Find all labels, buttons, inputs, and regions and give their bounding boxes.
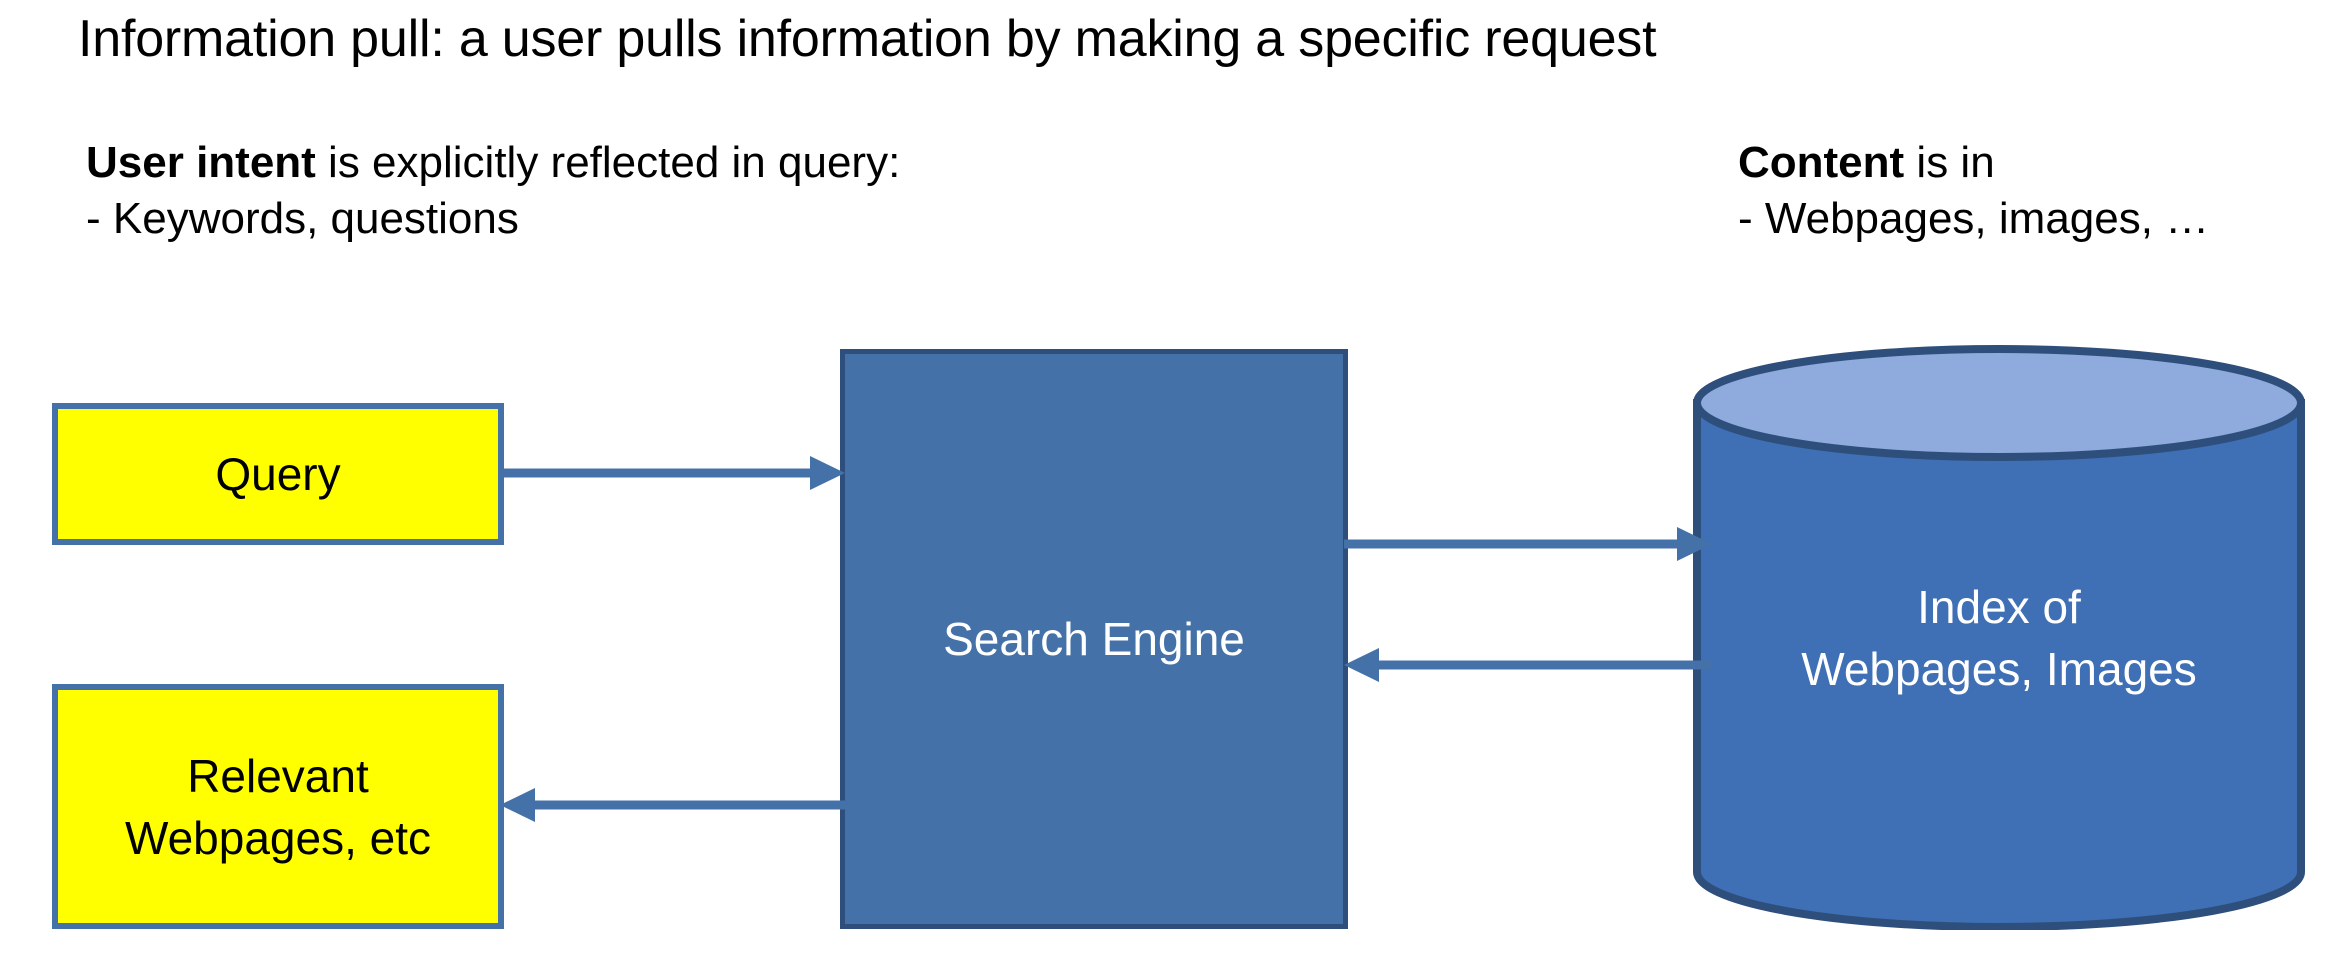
node-query-label: Query bbox=[215, 448, 341, 500]
arrow-left-icon bbox=[500, 788, 845, 822]
left-annotation-line-1-bold: User intent bbox=[86, 138, 316, 187]
left-annotation-line-1: User intent is explicitly reflected in q… bbox=[86, 135, 900, 191]
left-annotation-line-2: - Keywords, questions bbox=[86, 194, 519, 243]
left-annotation-block: User intent is explicitly reflected in q… bbox=[86, 135, 900, 247]
node-relevant-results-label-line-2: Webpages, etc bbox=[124, 811, 431, 864]
node-search-engine[interactable]: Search Engine bbox=[840, 349, 1348, 929]
left-annotation-line-1-rest: is explicitly reflected in query: bbox=[315, 138, 901, 187]
node-relevant-results-label-line-1: Relevant bbox=[187, 749, 369, 802]
right-annotation-line-1-rest: is in bbox=[1904, 138, 1995, 187]
arrow-left-icon bbox=[1344, 648, 1712, 682]
right-annotation-line-2: - Webpages, images, … bbox=[1738, 194, 2210, 243]
node-search-engine-label: Search Engine bbox=[943, 613, 1245, 665]
right-annotation-block: Content is in - Webpages, images, … bbox=[1738, 135, 2209, 247]
edge-search-engine-to-index bbox=[1344, 524, 1712, 564]
slide-title: Information pull: a user pulls informati… bbox=[78, 10, 1657, 68]
edge-search-engine-to-relevant bbox=[500, 785, 845, 825]
arrow-right-icon bbox=[1344, 527, 1712, 561]
right-annotation-line-1-bold: Content bbox=[1738, 138, 1905, 187]
right-annotation-line-1: Content is in bbox=[1738, 135, 2209, 191]
node-query[interactable]: Query bbox=[52, 403, 504, 545]
cylinder-shape-icon bbox=[1693, 345, 2305, 930]
arrow-right-icon bbox=[500, 456, 845, 490]
edge-index-to-search-engine bbox=[1344, 645, 1712, 685]
edge-query-to-search-engine bbox=[500, 453, 845, 493]
